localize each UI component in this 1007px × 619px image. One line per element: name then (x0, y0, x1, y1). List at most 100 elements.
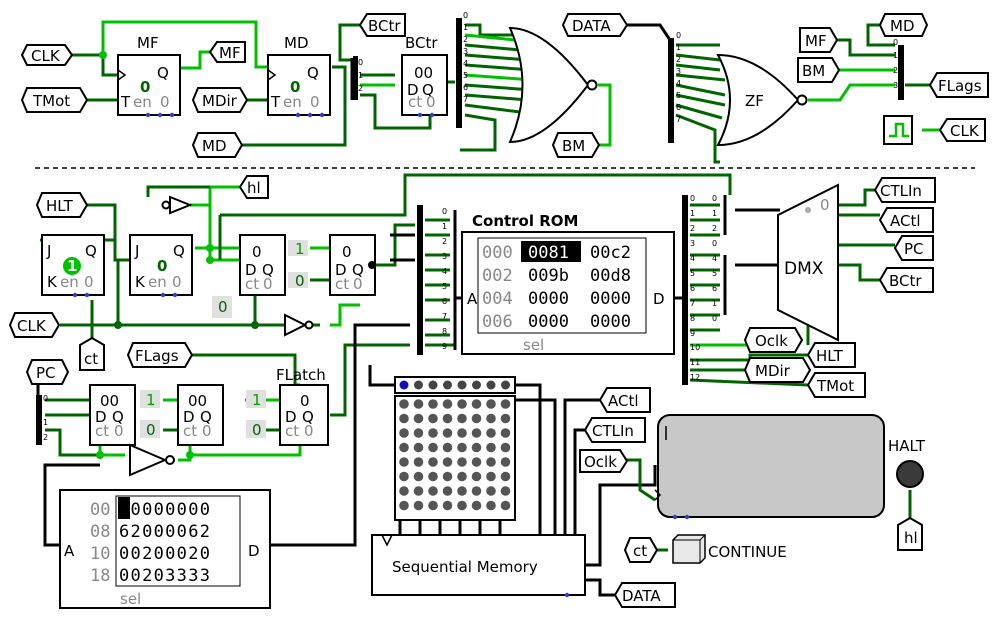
svg-text:1: 1 (418, 267, 423, 276)
tunnel-tmot-b: TMot (806, 372, 866, 398)
svg-text:9: 9 (690, 329, 695, 338)
led-dot (500, 486, 511, 496)
svg-text:0: 0 (310, 93, 320, 111)
led-dot (428, 413, 438, 424)
led-dot (457, 442, 467, 453)
svg-text:1: 1 (442, 222, 447, 231)
svg-text:sel: sel (523, 336, 544, 354)
svg-text:MD: MD (202, 137, 227, 155)
tunnels-top: CLK TMot MF MDir MD BCtr BM DATA (20, 13, 989, 158)
tunnel-actl-a: ACtl (878, 207, 934, 233)
svg-text:ct: ct (183, 422, 197, 440)
svg-text:BM: BM (802, 62, 825, 80)
svg-text:8: 8 (690, 314, 695, 323)
ff-b[interactable]: 00 D Q ct 0 (177, 384, 224, 446)
jk-flipflop-1[interactable]: J Q K 1 en 0 (41, 234, 105, 298)
svg-text:T: T (120, 93, 131, 111)
led-dot (500, 457, 511, 467)
svg-text:ct: ct (285, 422, 299, 440)
tunnel-oclk-a: Oclk (743, 327, 804, 353)
tunnel-clk-c: CLK (8, 312, 61, 338)
svg-text:00d8: 00d8 (590, 266, 631, 286)
svg-text:11: 11 (690, 358, 700, 367)
svg-text:MF: MF (219, 44, 241, 62)
svg-text:10: 10 (90, 544, 110, 564)
tunnel-ct-a: ct (79, 336, 105, 371)
svg-text:D: D (653, 290, 665, 308)
svg-text:ct: ct (245, 275, 259, 293)
led-dot (457, 471, 467, 482)
led-dot (428, 399, 438, 409)
svg-text:TMot: TMot (32, 92, 70, 110)
led-dot (413, 486, 424, 496)
clock-source[interactable] (883, 115, 913, 145)
tunnel-tmot-a: TMot (20, 87, 89, 113)
svg-text:MDir: MDir (202, 92, 238, 110)
led-dot (486, 500, 496, 511)
svg-text:Q: Q (112, 408, 124, 426)
svg-text:0: 0 (418, 252, 423, 261)
svg-text:2: 2 (43, 433, 48, 442)
ff-a[interactable]: 00 D Q ct 0 (89, 384, 136, 446)
led-dot (457, 399, 467, 409)
svg-text:009b: 009b (528, 266, 569, 286)
led-dot (413, 442, 424, 453)
svg-text:000: 000 (482, 243, 513, 263)
svg-text:1: 1 (418, 327, 423, 336)
svg-text:3: 3 (676, 67, 681, 76)
svg-text:0: 0 (358, 58, 363, 67)
data-splitter-2: 0 1 2 3 4 5 6 7 (668, 31, 681, 143)
led-dot (500, 442, 511, 453)
svg-text:Q: Q (262, 261, 274, 279)
svg-text:D: D (285, 408, 297, 426)
program-rom[interactable]: A D 00 00000000 08 62000062 10 00200020 … (59, 489, 271, 609)
led-top-dot (472, 380, 481, 390)
bctr-register[interactable]: BCtr 00 D Q ct 0 (401, 34, 448, 118)
led-dot (457, 428, 467, 438)
svg-text:0: 0 (463, 11, 468, 20)
svg-text:0000: 0000 (590, 289, 631, 309)
svg-text:0: 0 (426, 93, 436, 111)
led-dot (471, 399, 482, 409)
flatch[interactable]: FLatch 0 D Q ct 0 (276, 366, 329, 446)
svg-text:DMX: DMX (784, 259, 824, 279)
svg-text:ACtl: ACtl (608, 392, 639, 410)
svg-text:18: 18 (90, 566, 110, 586)
tunnel-bctr-a: BCtr (878, 267, 934, 293)
led-dot (399, 500, 409, 511)
svg-text:CLK: CLK (950, 122, 980, 140)
control-rom[interactable]: Control ROM A D 000 0081 00c2 002 009b 0… (461, 212, 675, 355)
svg-text:6: 6 (442, 297, 447, 306)
continue-button[interactable] (672, 534, 706, 564)
svg-text:62000062: 62000062 (119, 522, 211, 542)
svg-text:BCtr: BCtr (405, 34, 438, 52)
tunnel-clk-a: CLK (20, 44, 74, 66)
svg-text:1: 1 (690, 209, 695, 218)
const-zero-d: 0 (246, 420, 266, 439)
sequential-memory[interactable]: Sequential Memory (371, 534, 586, 598)
mf-register[interactable]: MF 0 Q T en 0 (117, 34, 181, 118)
svg-text:FLags: FLags (135, 347, 179, 365)
tunnel-flags-in: FLags (126, 342, 194, 368)
md-register[interactable]: MD 0 Q T en 0 (267, 34, 331, 118)
led-matrix (394, 376, 516, 521)
jk-flipflop-2[interactable]: J Q K 0 en 0 (129, 234, 193, 298)
svg-text:Oclk: Oclk (584, 453, 617, 471)
svg-text:7: 7 (442, 312, 447, 321)
bctr-splitter: 0 1 2 (353, 56, 363, 100)
led-dot (428, 428, 438, 438)
svg-text:0: 0 (300, 392, 310, 410)
d-flipflop-3[interactable]: 0 D Q ct 0 (239, 234, 286, 296)
svg-text:0: 0 (690, 194, 695, 203)
led-top-dot (428, 380, 438, 390)
svg-text:1: 1 (43, 418, 48, 427)
svg-text:en: en (283, 93, 302, 111)
const-one-c: 1 (246, 390, 266, 409)
d-flipflop-4[interactable]: 0 D Q ct 0 (329, 234, 376, 296)
svg-text:0: 0 (290, 78, 300, 96)
svg-text:00: 00 (100, 392, 119, 410)
svg-text:hl: hl (904, 529, 918, 547)
rom-data-splitter: 0 0 1 1 2 2 3 0 4 4 5 5 6 6 7 1 8 0 9 10… (682, 194, 717, 385)
svg-text:2: 2 (893, 66, 898, 75)
led-dot (500, 428, 511, 438)
